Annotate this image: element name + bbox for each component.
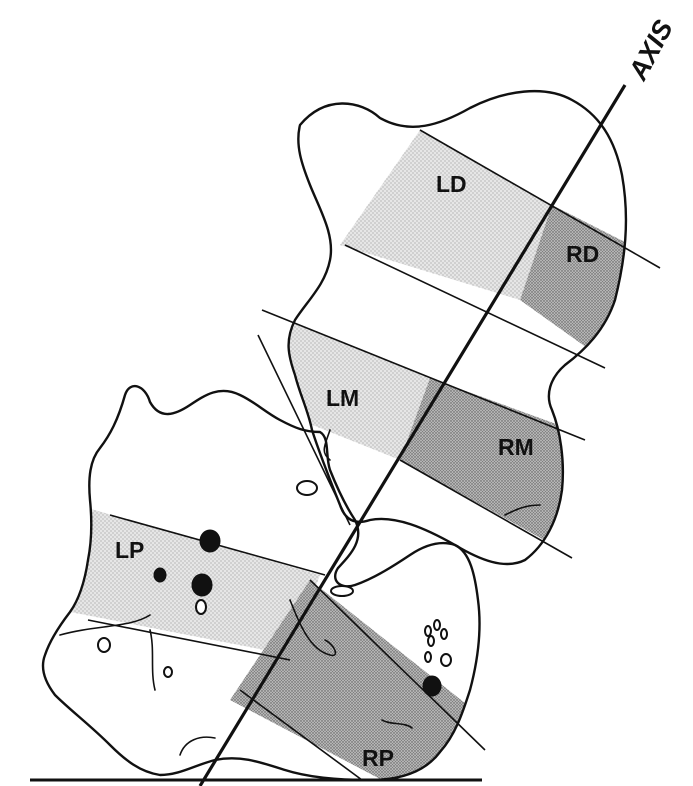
inner-contour-1 [59, 614, 151, 636]
cut-line-rp-top [309, 579, 486, 751]
region-label-rp: RP [362, 745, 394, 771]
open-marker [433, 619, 441, 631]
open-marker [97, 637, 111, 653]
open-marker [424, 625, 432, 637]
inner-contour-5 [504, 504, 541, 516]
inner-contour-6 [381, 719, 413, 729]
inner-contour-4 [323, 429, 331, 461]
region-label-rd: RD [566, 241, 599, 267]
open-marker [424, 651, 432, 663]
filled-marker [422, 675, 442, 697]
open-marker [163, 666, 173, 678]
filled-marker [199, 529, 221, 553]
open-marker [195, 599, 207, 615]
cut-line-lm-top [261, 309, 586, 441]
cut-line-rp-bottom [239, 689, 363, 781]
axis-label: AXIS [622, 15, 679, 86]
open-marker [296, 480, 318, 496]
axis-line [198, 84, 627, 786]
region-label-rm: RM [498, 434, 534, 460]
band-rd [520, 205, 626, 400]
lower-specimen-outline [41, 384, 481, 782]
open-marker [427, 635, 435, 647]
band-rm [400, 378, 600, 560]
open-marker [330, 585, 354, 597]
region-label-lm: LM [326, 385, 359, 411]
region-label-ld: LD [436, 171, 467, 197]
open-marker [440, 628, 448, 640]
filled-marker [153, 567, 167, 583]
cut-line-ld-bottom [344, 244, 606, 369]
open-marker [440, 653, 452, 667]
cut-line-rm-bottom [399, 459, 573, 559]
cut-line-lp-bottom [87, 619, 291, 661]
band-lp [60, 500, 320, 655]
upper-specimen-outline [287, 90, 628, 566]
band-ld [340, 130, 552, 300]
inner-contour-2 [149, 629, 156, 691]
cut-line-lm-bottom [257, 334, 351, 526]
filled-marker [191, 573, 213, 597]
cut-line-ld-top [419, 129, 661, 269]
band-lm [288, 310, 430, 460]
inner-contour-7 [179, 736, 216, 756]
region-label-lp: LP [115, 537, 144, 563]
